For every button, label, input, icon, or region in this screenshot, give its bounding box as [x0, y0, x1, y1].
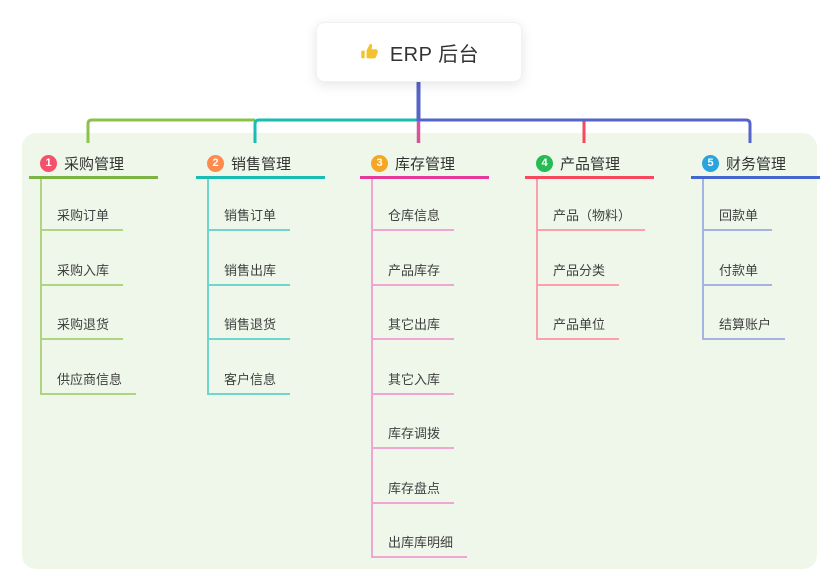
child-node[interactable]: 付款单 — [702, 257, 773, 286]
child-node[interactable]: 其它出库 — [371, 311, 455, 340]
branch-trunk-line — [536, 179, 538, 340]
branch-number-badge: 3 — [371, 154, 388, 172]
child-node[interactable]: 库存调拨 — [371, 420, 455, 449]
child-node[interactable]: 回款单 — [702, 202, 773, 231]
child-node[interactable]: 销售订单 — [207, 202, 291, 231]
branch-header[interactable]: 4 产品管理 — [525, 150, 654, 179]
branch-number-badge: 2 — [207, 154, 224, 172]
root-node[interactable]: ERP 后台 — [316, 22, 522, 82]
child-node[interactable]: 销售出库 — [207, 257, 291, 286]
child-node[interactable]: 销售退货 — [207, 311, 291, 340]
child-node[interactable]: 其它入库 — [371, 366, 455, 395]
branch-trunk-line — [371, 179, 373, 558]
branch-header[interactable]: 5 财务管理 — [691, 150, 820, 179]
child-node[interactable]: 采购订单 — [40, 202, 124, 231]
child-node[interactable]: 采购入库 — [40, 257, 124, 286]
branch-trunk-line — [207, 179, 209, 395]
branch-label: 库存管理 — [395, 155, 456, 173]
branch-number-badge: 1 — [40, 154, 57, 172]
branch-header[interactable]: 2 销售管理 — [196, 150, 325, 179]
branch-label: 财务管理 — [726, 155, 787, 173]
child-node[interactable]: 出库库明细 — [371, 529, 468, 558]
child-node[interactable]: 结算账户 — [702, 311, 786, 340]
thumbs-up-icon — [359, 41, 381, 63]
branch-number-badge: 5 — [702, 154, 719, 172]
branch-trunk-line — [40, 179, 42, 395]
root-node-label: ERP 后台 — [389, 43, 480, 66]
branch-trunk-line — [702, 179, 704, 340]
child-node[interactable]: 产品单位 — [536, 311, 620, 340]
branch-label: 销售管理 — [231, 155, 292, 173]
child-node[interactable]: 产品分类 — [536, 257, 620, 286]
child-node[interactable]: 仓库信息 — [371, 202, 455, 231]
child-node[interactable]: 供应商信息 — [40, 366, 137, 395]
branch-number-badge: 4 — [536, 154, 553, 172]
child-node[interactable]: 产品（物料） — [536, 202, 646, 231]
branches-background-panel — [22, 133, 817, 569]
branch-label: 采购管理 — [64, 155, 125, 173]
child-node[interactable]: 产品库存 — [371, 257, 455, 286]
child-node[interactable]: 客户信息 — [207, 366, 291, 395]
branch-header[interactable]: 3 库存管理 — [360, 150, 489, 179]
child-node[interactable]: 采购退货 — [40, 311, 124, 340]
child-node[interactable]: 库存盘点 — [371, 475, 455, 504]
branch-header[interactable]: 1 采购管理 — [29, 150, 158, 179]
branch-label: 产品管理 — [560, 155, 621, 173]
